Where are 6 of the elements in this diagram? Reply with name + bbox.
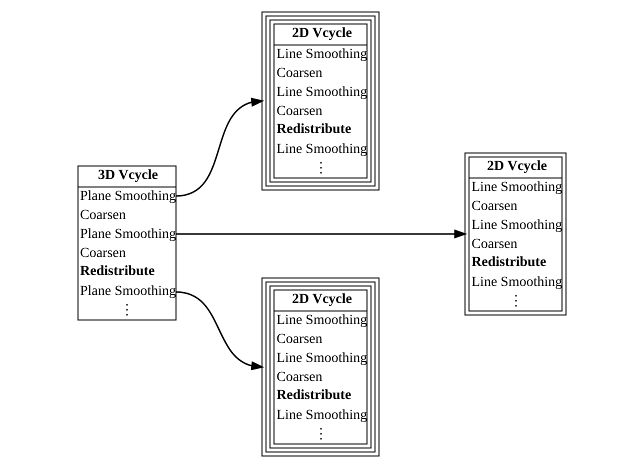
arrow — [176, 229, 468, 239]
node-box: 2D Vcycle Line Smoothing Coarsen Line Smoothing Coarsen Redistribute Line Smoothing ⋮ — [262, 278, 380, 456]
arrow — [176, 291, 264, 370]
node-box: 2D Vcycle Line Smoothing Coarsen Line Smoothing Coarsen Redistribute Line Smoothing ⋮ — [464, 152, 566, 316]
node-box: 2D Vcycle Line Smoothing Coarsen Line Smoothing Coarsen Redistribute Line Smoothing ⋮ — [262, 12, 380, 190]
arrow — [176, 98, 264, 197]
